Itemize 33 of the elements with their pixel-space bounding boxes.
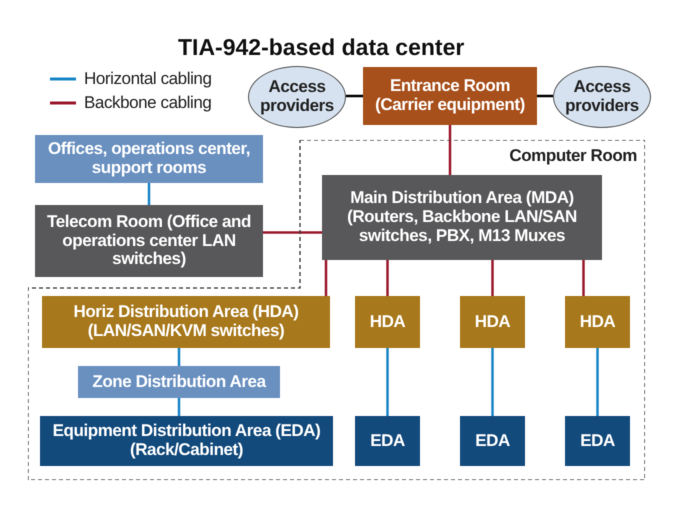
eda-box: EDA [355,416,420,466]
cable-line [346,94,363,98]
entrance-room-box: Entrance Room (Carrier equipment) [363,67,537,125]
cable-line [324,260,328,296]
legend-label: Backbone cabling [84,92,212,114]
cable-line [178,348,180,366]
access-provider-ellipse: Access providers [248,66,346,128]
eda-box: Equipment Distribution Area (EDA) (Rack/Cabinet) [40,416,333,466]
telecom-room-box: Telecom Room (Office and operations center LAN switches) [35,205,263,277]
cable-line [386,260,389,296]
hda-box: HDA [460,296,525,348]
cable-line [596,348,599,416]
eda-box: EDA [460,416,525,466]
cable-line [448,125,452,175]
cable-line [491,348,494,416]
offices-box: Offices, operations center, support rooms [35,135,263,183]
access-provider-ellipse: Access providers [553,66,651,128]
diagram-title: TIA-942-based data center [178,33,464,62]
cable-line [148,183,150,205]
hda-box: HDA [565,296,630,348]
hda-box: Horiz Distribution Area (HDA) (LAN/SAN/KVM switches) [42,296,330,348]
legend-label: Horizontal cabling [84,68,212,90]
eda-box: EDA [565,416,630,466]
cable-line [263,231,322,234]
hda-box: HDA [355,296,420,348]
cable-line [386,348,389,416]
cable-line [537,94,553,98]
cable-line [582,260,585,296]
mda-box: Main Distribution Area (MDA) (Routers, Backbone LAN/SAN switches, PBX, M13 Muxes [322,175,602,260]
cable-line [178,398,180,416]
region-label: Computer Room [509,145,637,167]
cable-line [491,260,494,296]
zone-distribution-box: Zone Distribution Area [78,366,280,398]
